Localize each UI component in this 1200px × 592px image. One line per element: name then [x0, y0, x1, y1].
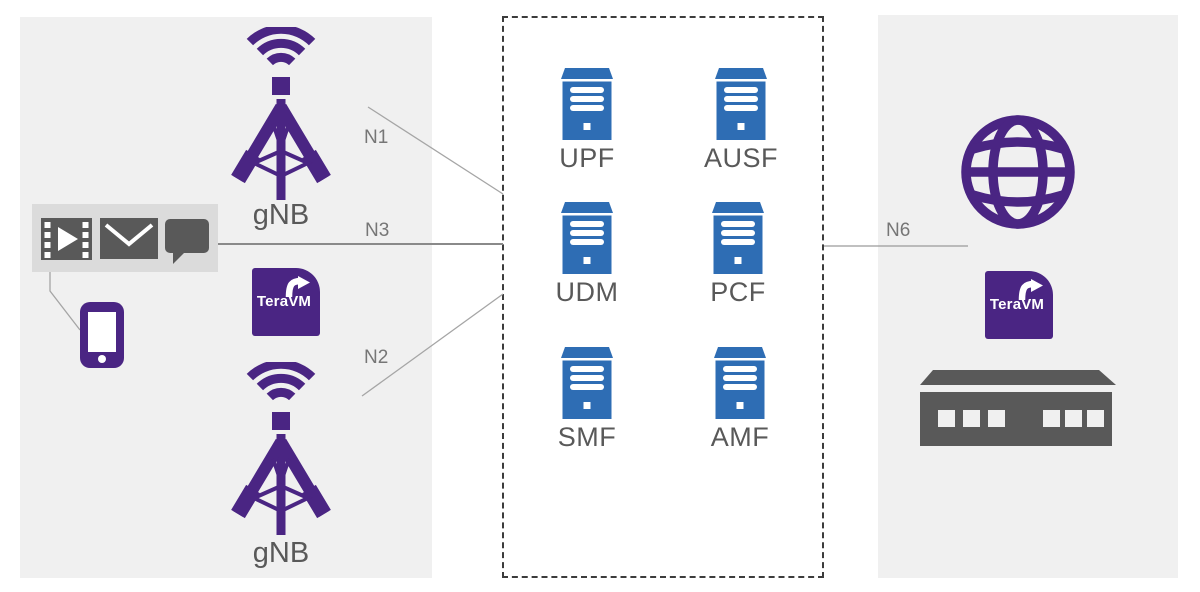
server-label: AMF — [710, 422, 770, 452]
ue-device — [80, 302, 124, 373]
server-icon — [712, 202, 764, 274]
teravm-logo-access: TeraVM — [252, 268, 320, 336]
core-node-amf: AMF — [700, 347, 780, 453]
globe-icon — [961, 115, 1075, 229]
n2-label: N2 — [364, 347, 389, 368]
cell-tower-icon — [231, 24, 331, 200]
film-icon — [41, 218, 92, 260]
network-appliance-icon — [920, 370, 1116, 446]
teravm-arrow-icon — [1018, 279, 1043, 301]
phone-link-line — [49, 272, 81, 331]
teravm-label: TeraVM — [256, 293, 312, 310]
teravm-arrow-icon — [285, 276, 310, 298]
server-icon — [561, 202, 613, 274]
core-node-pcf: PCF — [698, 202, 778, 308]
server-label: AUSF — [703, 143, 778, 173]
server-icon — [714, 347, 766, 419]
gnb-bottom-label: gNB — [252, 537, 310, 569]
n6-label: N6 — [886, 220, 911, 241]
server-icon — [715, 68, 767, 140]
server-icon — [561, 68, 613, 140]
n2-link-line — [361, 293, 504, 397]
server-label: SMF — [557, 422, 617, 452]
smartphone-icon — [80, 302, 124, 368]
core-node-ausf: AUSF — [701, 68, 781, 174]
server-label: PCF — [710, 277, 766, 307]
n1-link-line — [367, 106, 504, 195]
chat-icon — [165, 219, 209, 264]
access-network-panel — [20, 17, 432, 578]
server-label: UDM — [555, 277, 619, 307]
mail-icon — [100, 218, 158, 259]
network-appliance — [920, 370, 1116, 453]
gnb-tower-top — [231, 24, 331, 200]
gnb-tower-bottom — [231, 359, 331, 535]
core-node-smf: SMF — [547, 347, 627, 453]
5g-core-dashed-box — [502, 16, 824, 578]
internet-globe — [958, 112, 1078, 237]
media-services-box — [32, 204, 218, 272]
server-label: UPF — [559, 143, 615, 173]
teravm-logo-internet: TeraVM — [985, 271, 1053, 339]
core-node-upf: UPF — [547, 68, 627, 174]
n1-label: N1 — [364, 127, 389, 148]
gnb-top-label: gNB — [252, 199, 310, 231]
core-node-udm: UDM — [547, 202, 627, 308]
n3-label: N3 — [365, 220, 390, 241]
teravm-label: TeraVM — [989, 296, 1045, 313]
cell-tower-icon — [231, 359, 331, 535]
server-icon — [561, 347, 613, 419]
